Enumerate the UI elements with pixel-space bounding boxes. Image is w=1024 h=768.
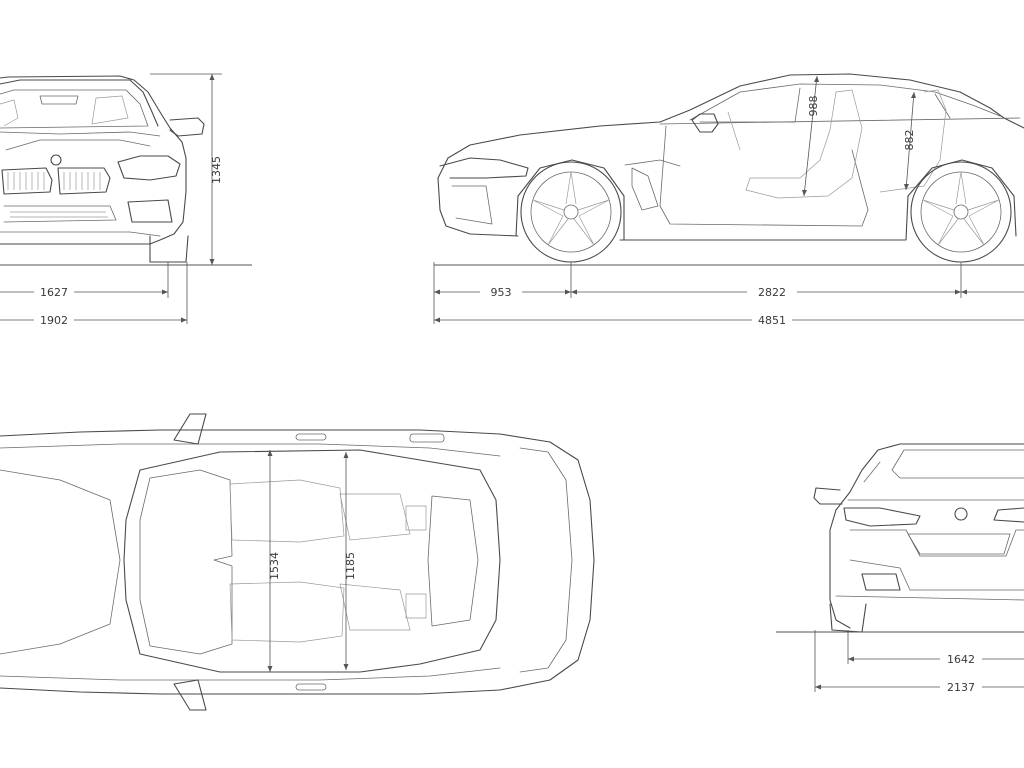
front-view: 1345 1627 1902 [0, 73, 252, 327]
dim-front-width: 1902 [0, 262, 188, 327]
dim-front-overhang-label: 953 [491, 286, 512, 299]
dim-rear-width: 2137 [814, 630, 1024, 694]
dim-rear-headroom-label: 882 [903, 130, 916, 151]
dim-front-width-label: 1902 [40, 314, 68, 327]
rear-view-car [813, 443, 1024, 633]
front-view-car [0, 75, 205, 263]
dim-wheelbase: 2822 [571, 262, 1024, 299]
dim-overall-height: 1345 [150, 73, 223, 265]
dim-front-track-label: 1627 [40, 286, 68, 299]
dim-front-headroom-label: 988 [807, 96, 820, 117]
dim-rear-width-label: 2137 [947, 681, 975, 694]
dim-rear-track-label: 1642 [947, 653, 975, 666]
dim-overall-length-label: 4851 [758, 314, 786, 327]
dim-front-interior-width-label: 1534 [268, 552, 281, 580]
dim-rear-headroom: 882 [903, 91, 916, 191]
dim-rear-track: 1642 [847, 630, 1024, 666]
side-view: 988 882 953 2822 [433, 73, 1024, 327]
dim-overall-length: 4851 [434, 314, 1024, 327]
dim-overall-height-label: 1345 [210, 156, 223, 184]
side-view-car [437, 73, 1024, 263]
dim-front-overhang: 953 [433, 262, 572, 324]
top-view: 1534 1185 [0, 413, 595, 711]
dim-front-track: 1627 [0, 262, 169, 299]
dim-front-interior-width: 1534 [267, 450, 281, 672]
top-view-car [0, 413, 595, 711]
dim-rear-interior-width-label: 1185 [344, 552, 357, 580]
dim-rear-interior-width: 1185 [343, 452, 357, 670]
rear-view: 1642 2137 [776, 443, 1024, 694]
dim-front-headroom: 988 [802, 75, 820, 197]
dim-wheelbase-label: 2822 [758, 286, 786, 299]
